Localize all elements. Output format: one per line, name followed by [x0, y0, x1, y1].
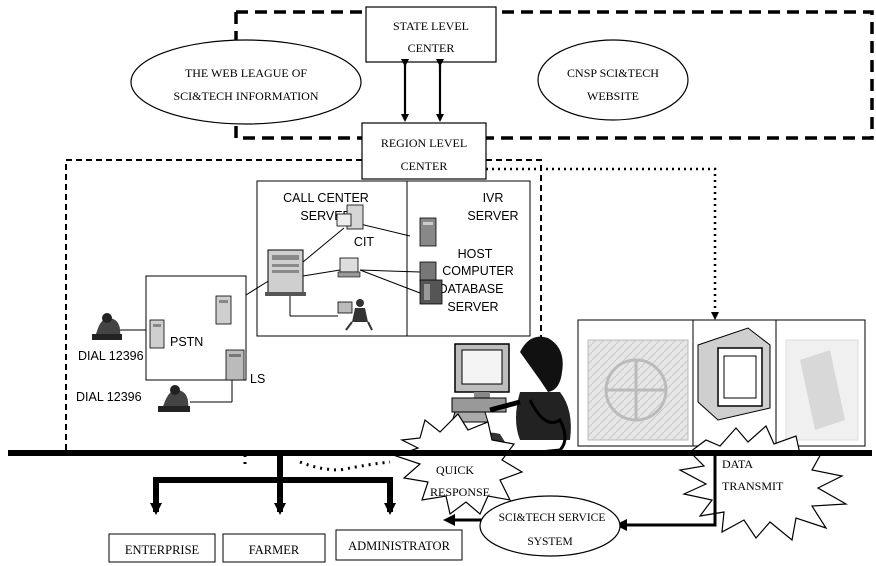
caller-2-icon — [158, 385, 190, 412]
service-line-2: SYSTEM — [527, 536, 572, 548]
sci-tech-service-system-ellipse: SCI&TECH SERVICE SYSTEM — [479, 495, 621, 557]
region-level-center-box[interactable]: REGION LEVEL CENTER — [361, 122, 487, 180]
cnsp-website-ellipse: CNSP SCI&TECH WEBSITE — [537, 39, 689, 121]
web-league-ellipse: THE WEB LEAGUE OF SCI&TECH INFORMATION — [130, 39, 362, 125]
pstn-switch-icon — [149, 319, 165, 349]
region-center-line-2: CENTER — [401, 159, 448, 173]
state-level-center-box[interactable]: STATE LEVEL CENTER — [365, 6, 497, 63]
dotted-link — [243, 455, 391, 472]
web-league-line-1: THE WEB LEAGUE OF — [185, 66, 307, 80]
dial-label-1: DIAL 12396 — [78, 349, 144, 363]
cit-computer-icon — [337, 257, 361, 278]
state-center-line-1: STATE LEVEL — [393, 19, 469, 33]
ls-server-icon — [225, 349, 245, 381]
host-computer-icon — [419, 261, 437, 283]
quick-response-burst: QUICK RESPONSE — [394, 413, 524, 516]
pstn-label: PSTN — [170, 335, 203, 349]
terminal-monitor-icon — [697, 327, 771, 421]
cit-label: CIT — [354, 235, 375, 249]
caller-1-icon — [92, 313, 122, 340]
farmer-box[interactable]: FARMER — [222, 533, 326, 563]
service-line-1: SCI&TECH SERVICE — [499, 512, 606, 524]
host-line-1: HOST — [458, 247, 493, 261]
call-center-box: CALL CENTER SERVER CIT IVR SERVER HOST C… — [256, 180, 531, 337]
farmer-label: FARMER — [249, 543, 300, 557]
cnsp-line-2: WEBSITE — [587, 89, 639, 103]
enterprise-label: ENTERPRISE — [125, 543, 200, 557]
administrator-label: ADMINISTRATOR — [348, 539, 451, 553]
database-line-2: SERVER — [447, 300, 498, 314]
distribution-arrows — [150, 453, 717, 531]
call-center-line-1: CALL CENTER — [283, 191, 369, 205]
enterprise-box[interactable]: ENTERPRISE — [108, 533, 216, 563]
ivr-server-icon — [419, 217, 437, 247]
region-dashed-boundary — [65, 159, 542, 452]
host-line-2: COMPUTER — [442, 264, 514, 278]
exchange-icon — [215, 295, 232, 325]
administrator-box[interactable]: ADMINISTRATOR — [335, 529, 463, 561]
region-to-terminal-dotted-arrow — [486, 167, 719, 320]
quick-line-1: QUICK — [436, 463, 474, 477]
state-region-arrows — [401, 59, 444, 122]
operator-workstation-icon — [337, 299, 373, 331]
state-center-line-2: CENTER — [408, 41, 455, 55]
database-line-1: DATABASE — [439, 282, 504, 296]
data-transmit-line-1: DATA — [722, 457, 753, 471]
terminal-panel — [577, 319, 866, 447]
cnsp-line-1: CNSP SCI&TECH — [567, 66, 659, 80]
ivr-line-2: SERVER — [467, 209, 518, 223]
call-center-server-icon — [336, 204, 364, 230]
ls-label: LS — [250, 372, 265, 386]
web-league-line-2: SCI&TECH INFORMATION — [173, 89, 318, 103]
region-center-line-1: REGION LEVEL — [381, 136, 467, 150]
quick-line-2: RESPONSE — [430, 485, 490, 499]
dial-label-2: DIAL 12396 — [76, 390, 142, 404]
ivr-line-1: IVR — [483, 191, 504, 205]
central-server-icon — [265, 249, 306, 296]
data-transmit-line-2: TRANSMIT — [722, 479, 784, 493]
database-server-icon — [419, 279, 443, 305]
